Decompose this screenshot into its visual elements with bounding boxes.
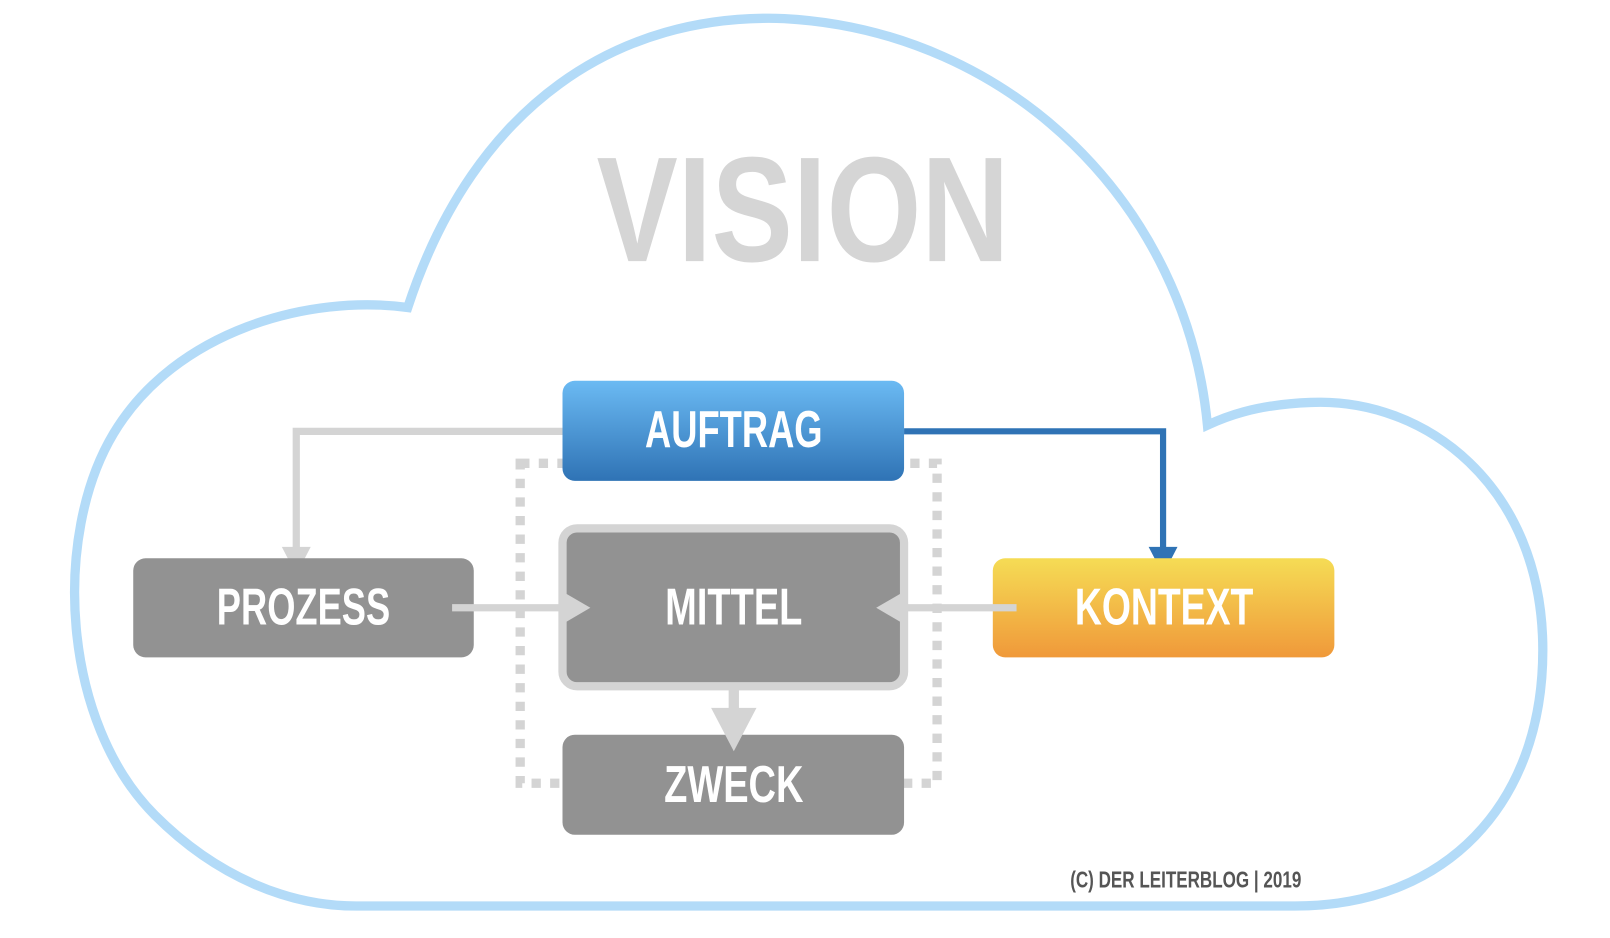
auftrag-to-kontext-line xyxy=(904,428,1167,549)
mittel-box: MITTEL xyxy=(558,524,909,691)
mittel-label: MITTEL xyxy=(665,577,802,635)
zweck-label: ZWECK xyxy=(664,755,803,813)
kontext-box: KONTEXT xyxy=(992,558,1335,658)
arrow-head-zweck xyxy=(711,707,757,752)
auftrag-to-prozess-line xyxy=(292,427,563,549)
kontext-label: KONTEXT xyxy=(1075,577,1254,635)
arrow-head-mittel-right xyxy=(876,593,901,623)
arrow-head-mittel-left xyxy=(565,593,591,623)
copyright-text: (C) DER LEITERBLOG | 2019 xyxy=(1070,866,1301,892)
auftrag-box: AUFTRAG xyxy=(562,380,905,481)
auftrag-label: AUFTRAG xyxy=(645,400,822,458)
prozess-box: PROZESS xyxy=(133,558,474,658)
zweck-box: ZWECK xyxy=(562,734,905,835)
cloud-outline xyxy=(69,13,1548,911)
vision-title: VISION xyxy=(597,126,1010,293)
prozess-label: PROZESS xyxy=(217,577,390,635)
